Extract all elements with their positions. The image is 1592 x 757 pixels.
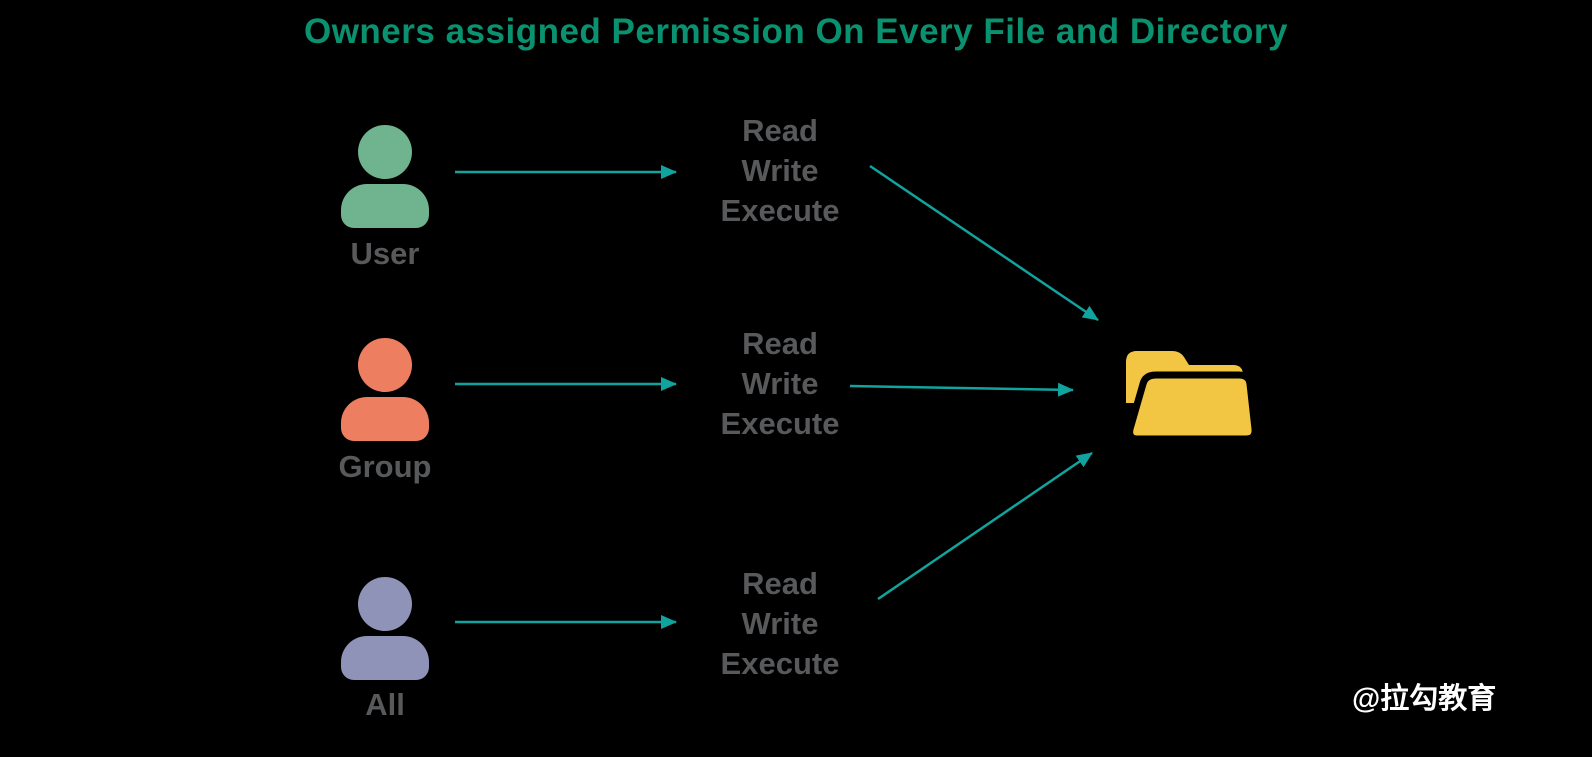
person-head [358,125,412,179]
user-label: User [350,236,420,271]
permission-line: Read [742,326,818,361]
permission-line: Write [741,153,819,188]
folder-icon [1126,351,1259,443]
group-label: Group [338,449,432,484]
permission-line: Execute [720,406,840,441]
all-permissions: Read Write Execute [690,564,870,684]
arrow-all-permissions-to-folder [877,451,1093,601]
person-head [358,338,412,392]
arrow-user-permissions-to-folder [869,164,1099,322]
permission-line: Read [742,566,818,601]
arrow-group-permissions-to-folder [849,382,1074,397]
permission-line: Write [741,366,819,401]
watermark: @拉勾教育 [1352,683,1497,715]
person-body [341,636,429,680]
all-person-icon [341,577,429,680]
permission-line: Execute [720,193,840,228]
permission-line: Execute [720,646,840,681]
person-body [341,397,429,441]
permission-line: Read [742,113,818,148]
group-person-icon [341,338,429,441]
person-head [358,577,412,631]
user-person-icon [341,125,429,228]
folder-front [1126,371,1259,443]
diagram-title: Owners assigned Permission On Every File… [303,12,1288,51]
permission-line: Write [741,606,819,641]
group-permissions: Read Write Execute [690,324,870,444]
user-permissions: Read Write Execute [690,111,870,231]
all-label: All [365,687,405,722]
person-body [341,184,429,228]
